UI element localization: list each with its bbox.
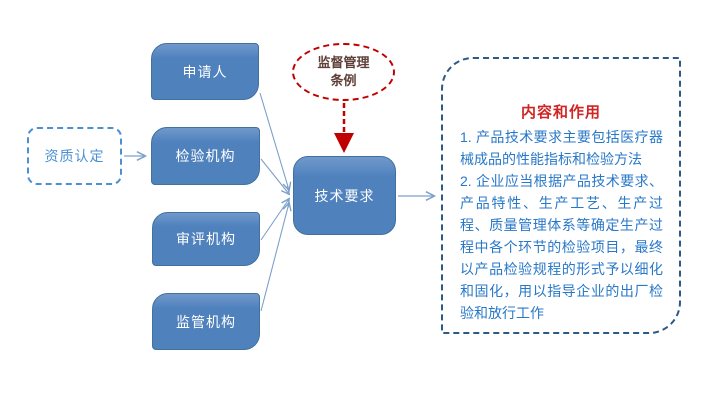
node-regulator-label: 监管机构 (176, 313, 236, 330)
connector-applicant-technical (259, 92, 289, 190)
node-regulation-ellipse: 监督管理 条例 (292, 43, 395, 101)
node-applicant: 申请人 (151, 43, 259, 100)
node-regulation-label-line1: 监督管理 (317, 55, 370, 71)
content-panel-item-1: 1. 产品技术要求主要包括医疗器械成品的性能指标和检验方法 (460, 129, 663, 167)
node-technical: 技术要求 (293, 156, 396, 235)
connector-inspection-technical (260, 158, 289, 194)
node-regulation-label-line2: 条例 (330, 73, 357, 88)
content-panel-item-2: 2. 企业应当根据产品技术要求、产品特性、生产工艺、生产过程、质量管理体系等确定… (460, 173, 663, 321)
node-review: 审评机构 (152, 212, 260, 266)
content-panel-body: 1. 产品技术要求主要包括医疗器械成品的性能指标和检验方法 2. 企业应当根据产… (460, 126, 663, 324)
node-technical-label: 技术要求 (314, 187, 375, 204)
node-review-label: 审评机构 (176, 231, 236, 247)
node-inspection-label: 检验机构 (175, 148, 236, 164)
node-regulator: 监管机构 (152, 293, 260, 350)
node-applicant-label: 申请人 (182, 63, 228, 80)
connector-review-technical (260, 199, 289, 241)
node-qualification-label: 资质认定 (44, 148, 105, 164)
content-panel: 内容和作用 1. 产品技术要求主要包括医疗器械成品的性能指标和检验方法 2. 企… (441, 57, 681, 334)
node-inspection: 检验机构 (151, 127, 260, 185)
node-qualification: 资质认定 (27, 127, 122, 185)
connector-regulator-technical (260, 203, 289, 312)
content-panel-title: 内容和作用 (520, 104, 601, 121)
